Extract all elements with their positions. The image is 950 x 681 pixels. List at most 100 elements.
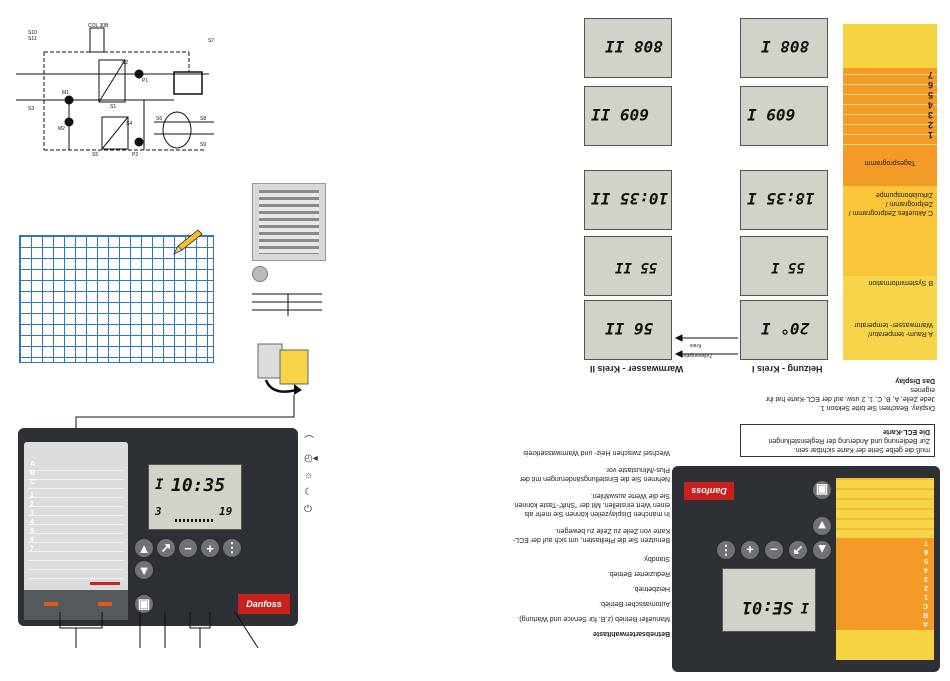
- reduced-text: Reduzierter Betrieb.: [607, 570, 670, 577]
- arrow-down-button[interactable]: ▼: [134, 560, 154, 580]
- svg-text:COL 30B: COL 30B: [88, 23, 109, 29]
- display-1-row3: 18:35 I: [740, 170, 828, 230]
- brand-logo-right: Danfoss: [684, 482, 734, 500]
- svg-text:S5: S5: [92, 152, 98, 158]
- instr-4: Benutzen Sie die Pfeiltasten, um sich au…: [512, 527, 670, 543]
- circuit-button[interactable]: ▣: [134, 594, 154, 614]
- svg-text:S6: S6: [156, 116, 162, 122]
- ecl-card-right[interactable]: A B C 1 2 3 4 5 6 7: [836, 478, 934, 660]
- minus-button[interactable]: −: [178, 538, 198, 558]
- ecl-body2: muß die gelbe Seite der Karte sichtbar s…: [793, 446, 930, 453]
- card-num-2: 2: [927, 120, 933, 130]
- card-num-5: 5: [927, 90, 933, 100]
- mode-legend-left: ⌒ ◴◂ ☼ ☾ ⏻: [304, 433, 318, 518]
- arrow-up-button[interactable]: ▲: [134, 538, 154, 558]
- ecl-card-yellow: 1 2 3 4 5 6 7 Tagesprogramm C Aktuelles …: [843, 24, 937, 360]
- instr-2: Nehmen Sie die Einstellungsänderungen mi…: [519, 466, 670, 482]
- pencil-icon: [173, 229, 203, 255]
- right-card-7: 7: [924, 539, 928, 546]
- right-shift-button[interactable]: ↗: [788, 540, 808, 560]
- display-body1: Jede Zeile, A, B, C, 1, 2 usw. auf der E…: [765, 386, 935, 402]
- right-card-4: 4: [924, 566, 928, 573]
- svg-text:S10: S10: [28, 30, 37, 36]
- standby-icon: ⏻: [304, 504, 312, 515]
- callout-lines: [59, 611, 259, 649]
- shift-button[interactable]: ↗: [156, 538, 176, 558]
- right-card-5: 5: [924, 557, 928, 564]
- display-2-row4: 55 II: [584, 236, 672, 296]
- lcd-right-value-main: SE:01: [741, 597, 793, 617]
- display-2-row2: 609 II: [584, 86, 672, 146]
- label-kreis: Kreis: [690, 342, 702, 348]
- lcd-right-circuit: I: [800, 599, 809, 615]
- card-num-6: 6: [927, 80, 933, 90]
- instr-3: In manchen Displayzeilen können Sie mehr…: [514, 492, 670, 517]
- ecl-card-box: muß die gelbe Seite der Karte sichtbar s…: [740, 424, 935, 457]
- manual-text: Manueller Betrieb (z.B. für Service und …: [517, 615, 670, 622]
- notes-grid: [19, 235, 214, 363]
- svg-text:S11: S11: [28, 36, 37, 42]
- circuit2-title: Warmwasser - Kreis II: [590, 364, 684, 374]
- right-card-2: 2: [924, 584, 928, 591]
- card-section-b: B Systeminformation: [868, 279, 933, 286]
- svg-text:S1: S1: [110, 104, 116, 110]
- right-circuit-button[interactable]: ▣: [812, 480, 832, 500]
- ecl-body1: Zur Bedienung und Änderung der Regleinst…: [768, 437, 930, 444]
- card-insert-icon: [257, 343, 309, 395]
- svg-text:S7: S7: [208, 38, 214, 44]
- ecl-title: Die ECL-Karte: [882, 428, 930, 435]
- lcd-left: I 10:35 3 19: [148, 464, 242, 530]
- right-arrow-down-button[interactable]: ▼: [812, 516, 832, 536]
- lcd-left-value: 3: [155, 505, 162, 518]
- svg-text:M2: M2: [58, 126, 65, 132]
- display-title: Das Display: [895, 377, 935, 384]
- svg-text:M1: M1: [62, 90, 69, 96]
- reduced-icon: ☾: [304, 487, 313, 498]
- auto-text: Automatischer Betrieb.: [599, 600, 670, 607]
- svg-text:S9: S9: [200, 142, 206, 148]
- right-card-c: C: [922, 602, 928, 609]
- card-num-7: 7: [927, 70, 933, 80]
- controller-right: A B C 1 2 3 4 5 6 7 I SE:01 ▲ ▼ ↗ − + ⋮ …: [672, 466, 940, 672]
- right-arrow-up-button[interactable]: ▲: [812, 540, 832, 560]
- ecl-card-left[interactable]: A B C 1 2 3 4 5 6 7: [24, 442, 128, 620]
- display-2-row3: 10:35 II: [584, 170, 672, 230]
- right-mode-button[interactable]: ⋮: [716, 540, 736, 560]
- brand-logo-left: Danfoss: [238, 594, 290, 614]
- svg-text:S8: S8: [200, 116, 206, 122]
- mode-button[interactable]: ⋮: [222, 538, 242, 558]
- controller-left: A B C 1 2 3 4 5 6 7 I 10:35 3 19 ▲ ▼ ↗ −…: [18, 428, 298, 626]
- card-section-a: A Raum- temperatur/ Warmwasser- temperat…: [854, 321, 933, 337]
- lcd-time: 10:35: [171, 475, 226, 496]
- plus-button[interactable]: +: [200, 538, 220, 558]
- svg-text:S4: S4: [126, 121, 132, 127]
- right-minus-button[interactable]: −: [764, 540, 784, 560]
- display-1-row2: 609 I: [740, 86, 828, 146]
- display-column-1: 808 I 609 I 18:35 I 55 I 20° I: [740, 18, 828, 360]
- standby-text: Standby.: [642, 555, 670, 562]
- label-zeilenangabe: Zeilenangabe: [682, 352, 713, 358]
- card-num-4: 4: [927, 100, 933, 110]
- card-num-1: 1: [927, 130, 933, 140]
- arrows-between: [674, 334, 738, 358]
- display-1-row5: 20° I: [740, 300, 828, 360]
- svg-text:P1: P1: [142, 78, 148, 84]
- lcd-circuit: I: [155, 477, 164, 493]
- right-card-6: 6: [924, 548, 928, 555]
- dropdown-icon: [252, 266, 268, 282]
- auto-icon: ◴◂: [304, 453, 318, 464]
- right-plus-button[interactable]: +: [740, 540, 760, 560]
- card-tagesprogramm: Tagesprogramm: [864, 159, 916, 166]
- display-column-2: 808 II 609 II 10:35 II 55 II 56 II: [584, 18, 672, 360]
- table-lines-icon: [252, 293, 322, 316]
- svg-text:S2: S2: [122, 60, 128, 66]
- svg-text:S3: S3: [28, 106, 34, 112]
- instruction-list: Betriebsartenwahltaste Manueller Betrieb…: [512, 448, 670, 638]
- betriebs-label: Betriebsartenwahltaste: [592, 630, 670, 637]
- circuit1-title: Heizung - Kreis I: [752, 364, 823, 374]
- right-card-b: B: [922, 611, 928, 618]
- right-card-1: 1: [924, 593, 928, 600]
- right-card-a: A: [922, 620, 928, 627]
- comfort-icon: ☼: [304, 470, 314, 481]
